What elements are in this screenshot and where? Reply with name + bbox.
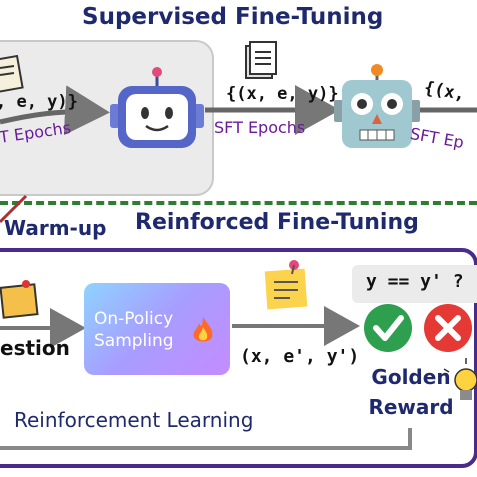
reinforcement-learning-label: Reinforcement Learning [14, 408, 254, 432]
sft-epoch-mid: SFT Epochs [214, 118, 306, 137]
golden-line-1: Golden [371, 365, 451, 389]
robot-face-icon [334, 64, 420, 148]
section-divider [0, 201, 477, 205]
golden-line-2: Reward [368, 395, 454, 419]
rft-title: Reinforced Fine-Tuning [135, 210, 419, 235]
sft-title: Supervised Fine-Tuning [82, 4, 384, 30]
sft-tuple-left: , e, y)} [0, 92, 78, 112]
rl-feedback-loop [0, 428, 412, 450]
fire-icon [193, 317, 213, 342]
sft-tuple-mid: {(x, e, y)} [226, 84, 339, 104]
condition-text: y == y' ? [366, 271, 464, 292]
sampling-line-1: On-Policy [94, 309, 174, 329]
rft-frame [0, 248, 477, 468]
golden-reward-label: Golden Reward [366, 362, 456, 422]
on-policy-sampling-box: On-Policy Sampling [84, 283, 230, 375]
warmup-stroke [0, 194, 28, 224]
sampling-line-2: Sampling [94, 331, 174, 351]
sticky-note-icon [264, 260, 308, 310]
lightbulb-icon [443, 358, 477, 400]
sft-arrow-1 [0, 85, 110, 136]
sticky-note-icon [0, 280, 39, 319]
cross-icon [424, 304, 472, 352]
robot-icon [110, 67, 204, 148]
condition-box: y == y' ? [352, 265, 477, 303]
check-icon [364, 304, 412, 352]
document-stack-icon [245, 41, 277, 79]
warmup-label: Warm-up [4, 216, 107, 240]
output-tuple: (x, e', y') [240, 346, 360, 367]
document-stack-icon [0, 54, 24, 94]
question-label: estion [0, 336, 70, 360]
